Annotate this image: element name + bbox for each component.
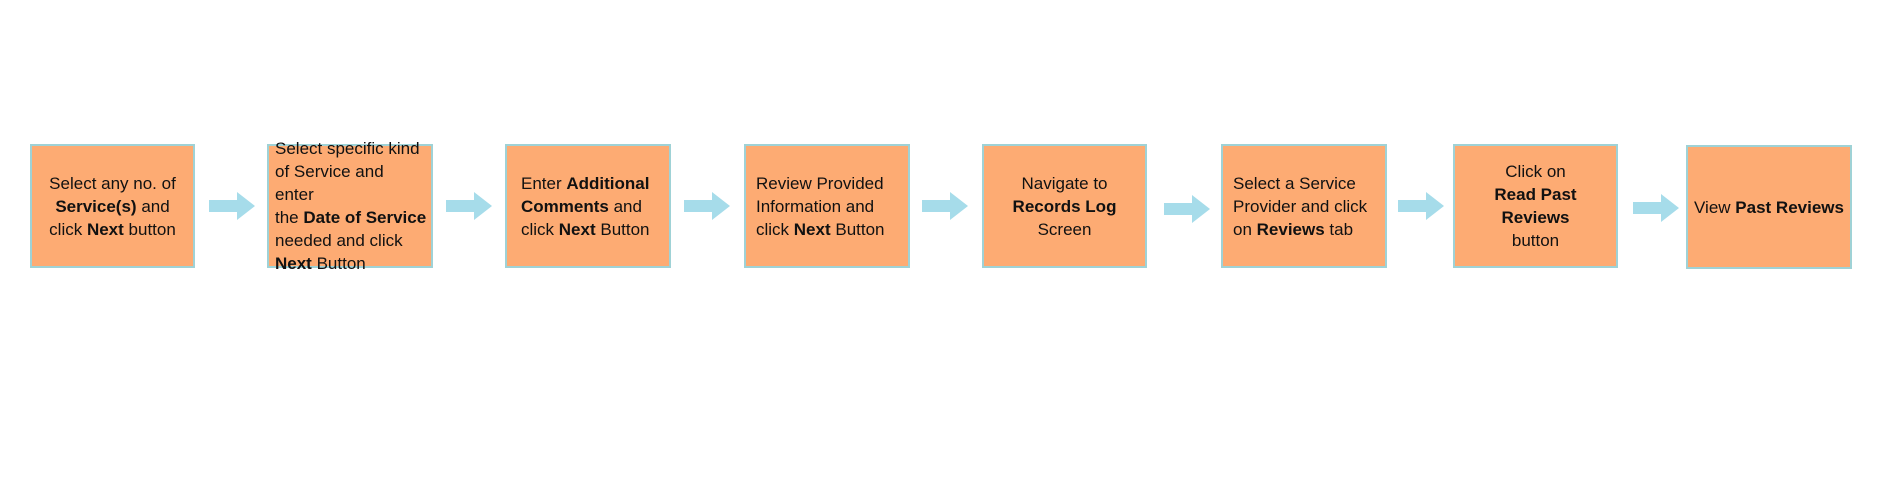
step-8-view-past-reviews: View Past Reviews [1686,145,1852,269]
step-text-bold: Records Log [1012,196,1117,216]
step-text: Navigate to [1021,173,1108,193]
step-text-bold: Additional [566,173,650,193]
step-text-bold: Next [275,254,312,273]
step-text-bold: Past Reviews [1735,197,1844,217]
arrow-right-icon [446,192,492,220]
step-5-text: Navigate to Records Log Screen [984,172,1145,241]
step-text: Button [595,219,650,239]
step-text: on [1233,219,1257,239]
arrow-right-icon [684,192,730,220]
step-text-bold: Reviews [1256,219,1325,239]
step-text: Provider and click [1233,196,1368,216]
step-text: click [49,219,87,239]
step-text: Button [311,254,366,273]
arrow-right-icon [1398,192,1444,220]
arrow-right-icon [209,192,255,220]
step-2-text: Select specific kind of Service and enter… [269,137,431,275]
step-text-bold: Comments [521,196,609,216]
step-text: tab [1324,219,1354,239]
step-text: Button [830,219,885,239]
step-text: Information and [756,196,875,216]
step-text: and [136,196,170,216]
step-2-date-of-service: Select specific kind of Service and enter… [267,139,433,273]
step-text: Screen [1037,219,1092,239]
step-text-bold: Next [86,219,124,239]
step-text: Enter [521,173,567,193]
step-text: click [521,219,559,239]
step-text: button [123,219,176,239]
step-7-read-past-reviews: Click on Read Past Reviews button [1453,144,1618,268]
step-text: of Service and enter [275,162,384,204]
step-1-select-services: Select any no. of Service(s) and click Nex… [30,144,195,268]
step-text-bold: Read Past Reviews [1494,185,1577,227]
step-text: needed and click [275,231,403,250]
step-text-bold: Next [793,219,831,239]
step-text: Click on [1505,162,1566,181]
step-1-text: Select any no. of Service(s) and click Nex… [32,172,193,241]
step-text: the [275,208,304,227]
step-text: Select any no. of [49,173,176,193]
step-7-text: Click on Read Past Reviews button [1455,160,1616,252]
step-text: button [1511,231,1560,250]
step-5-navigate-records-log: Navigate to Records Log Screen [982,144,1147,268]
step-text-bold: Next [558,219,596,239]
arrow-right-icon [922,192,968,220]
step-text: Select specific kind [275,139,420,158]
arrow-right-icon [1633,194,1679,222]
step-text: click [756,219,794,239]
step-8-text: View Past Reviews [1688,196,1850,219]
step-text: View [1694,197,1736,217]
step-text: Select a Service [1233,173,1356,193]
step-text: Review Provided [756,173,884,193]
step-text-bold: Service(s) [55,196,137,216]
arrow-right-icon [1164,195,1210,223]
step-text: and [608,196,642,216]
step-text-bold: Date of Service [303,208,427,227]
